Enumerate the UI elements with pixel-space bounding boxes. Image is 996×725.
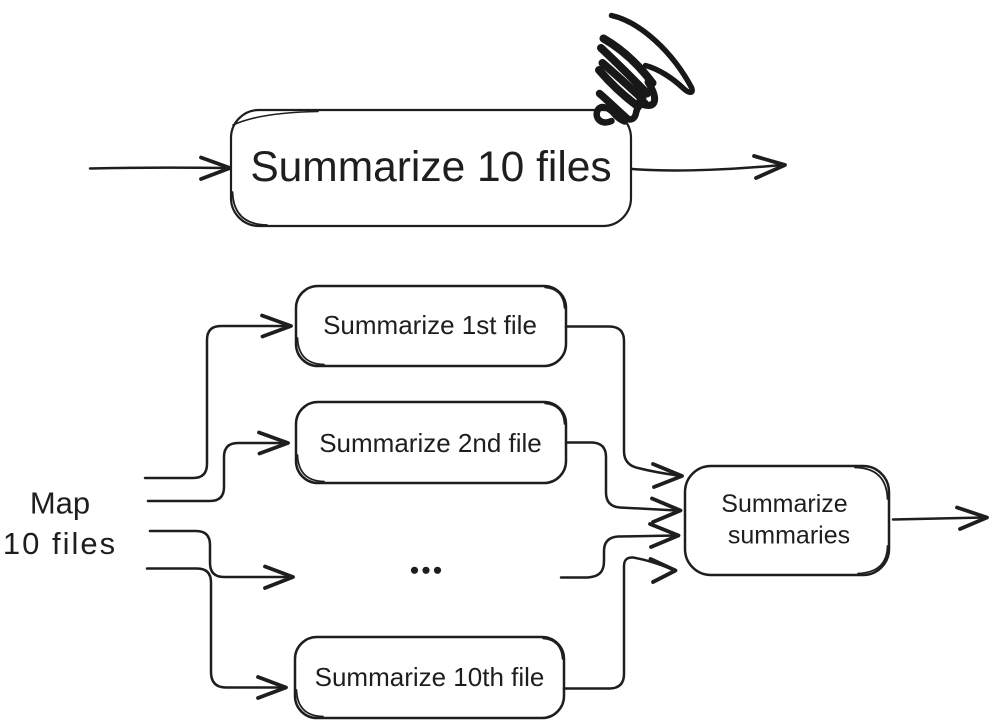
svg-text:Summarize 10 files: Summarize 10 files bbox=[250, 144, 611, 191]
svg-text:Summarize 2nd file: Summarize 2nd file bbox=[319, 428, 542, 458]
svg-text:Map: Map bbox=[30, 486, 90, 521]
svg-text:summaries: summaries bbox=[728, 522, 850, 550]
svg-text:Summarize 10th file: Summarize 10th file bbox=[315, 662, 545, 692]
svg-text:10 files: 10 files bbox=[3, 526, 117, 561]
svg-text:Summarize 1st file: Summarize 1st file bbox=[323, 310, 537, 340]
svg-text:Summarize: Summarize bbox=[721, 490, 847, 518]
